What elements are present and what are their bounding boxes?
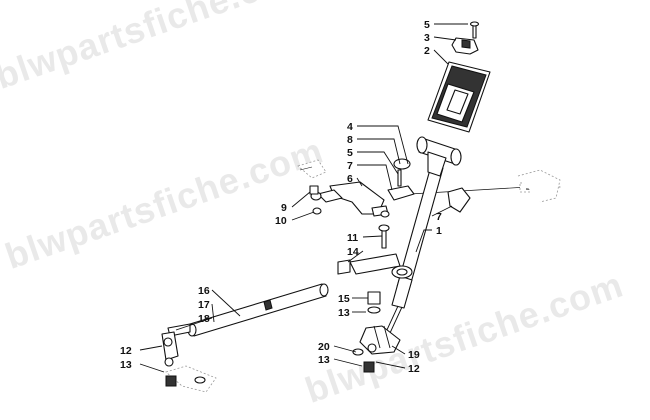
callout-2: 2 <box>424 45 430 57</box>
callout-14: 14 <box>347 246 359 258</box>
pitman-arm <box>337 224 401 275</box>
upper-clamp <box>451 21 480 55</box>
callout-13-middle: 13 <box>338 307 350 319</box>
callout-11: 11 <box>347 232 358 244</box>
callout-10: 10 <box>275 215 287 227</box>
callout-1: 1 <box>436 225 442 237</box>
small-hardware <box>309 185 381 314</box>
upper-bracket <box>310 181 390 218</box>
callout-12-bottom: 12 <box>408 363 420 375</box>
leader-lines <box>139 23 468 373</box>
steering-post <box>385 136 462 334</box>
bearing-halves <box>387 158 471 213</box>
callout-13-bottom: 13 <box>318 354 330 366</box>
callout-20: 20 <box>318 341 330 353</box>
callout-13-left: 13 <box>120 359 132 371</box>
callout-18: 18 <box>198 313 210 325</box>
callout-3: 3 <box>424 32 430 44</box>
callout-labels: 5 3 2 4 8 5 7 6 9 10 7 1 11 14 15 13 16 … <box>120 19 442 375</box>
callout-4: 4 <box>347 121 353 133</box>
callout-12-left: 12 <box>120 345 132 357</box>
callout-5-top: 5 <box>424 19 430 31</box>
handlebar-reference <box>409 169 562 203</box>
callout-15: 15 <box>338 293 350 305</box>
callout-5-middle: 5 <box>347 147 353 159</box>
callout-9: 9 <box>281 202 287 214</box>
tie-rod <box>161 283 329 387</box>
callout-16: 16 <box>198 285 210 297</box>
callout-17: 17 <box>198 299 210 311</box>
callout-7-left: 7 <box>347 160 353 172</box>
handlebar-riser-block <box>427 61 491 133</box>
frame-references <box>165 159 327 393</box>
callout-6: 6 <box>347 173 353 185</box>
callout-7-right: 7 <box>436 211 442 223</box>
lower-bracket <box>352 325 401 373</box>
callout-19: 19 <box>408 349 420 361</box>
callout-8: 8 <box>347 134 353 146</box>
